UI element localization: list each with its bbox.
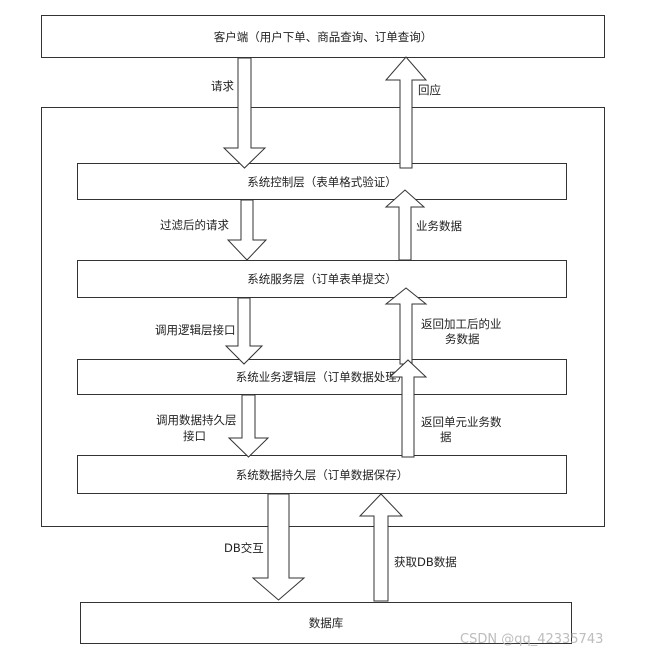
watermark: CSDN @qq_42335743 (460, 632, 604, 647)
label-request: 请求 (211, 79, 234, 93)
label-return-unit-line1: 返回单元业务数 (421, 415, 502, 429)
label-return-processed-line1: 返回加工后的业 (421, 317, 502, 331)
label-return-processed-line2: 务数据 (445, 332, 480, 346)
label-call-persistence-line2: 接口 (183, 429, 206, 443)
database-label: 数据库 (308, 616, 344, 630)
up-arrow-return-processed (384, 287, 428, 365)
layer-service-label: 系统服务层（订单表单提交） (247, 272, 397, 286)
layer-service-box: 系统服务层（订单表单提交） (77, 260, 567, 298)
down-arrow-call-logic (224, 297, 264, 365)
layer-logic-label: 系统业务逻辑层（订单数据处理） (235, 370, 409, 384)
down-arrow-request (222, 57, 267, 169)
down-arrow-call-persistence (227, 394, 270, 458)
layer-persistence-label: 系统数据持久层（订单数据保存） (235, 467, 409, 482)
down-arrow-filtered-request (226, 199, 268, 261)
layer-control-box: 系统控制层（表单格式验证） (77, 163, 567, 200)
layer-persistence-box: 系统数据持久层（订单数据保存） (77, 455, 567, 494)
label-db-interact: DB交互 (224, 541, 264, 555)
client-box: 客户端（用户下单、商品查询、订单查询） (41, 15, 605, 58)
up-arrow-return-unit (388, 359, 428, 458)
label-business-data: 业务数据 (416, 219, 462, 233)
down-arrow-db-interact (251, 493, 306, 601)
label-return-unit-line2: 据 (440, 430, 452, 444)
up-arrow-business-data (384, 189, 426, 261)
layer-control-label: 系统控制层（表单格式验证） (247, 174, 397, 189)
label-call-logic: 调用逻辑层接口 (155, 323, 236, 337)
label-call-persistence-line1: 调用数据持久层 (156, 413, 237, 427)
layer-logic-box: 系统业务逻辑层（订单数据处理） (77, 359, 567, 395)
up-arrow-get-db-data (358, 493, 404, 602)
label-filtered-request: 过滤后的请求 (160, 218, 229, 232)
database-box: 数据库 (80, 602, 572, 644)
up-arrow-response (384, 56, 428, 169)
label-response: 回应 (418, 83, 441, 97)
client-label: 客户端（用户下单、商品查询、订单查询） (213, 29, 433, 44)
label-get-db-data: 获取DB数据 (394, 555, 457, 569)
system-container (41, 107, 605, 527)
